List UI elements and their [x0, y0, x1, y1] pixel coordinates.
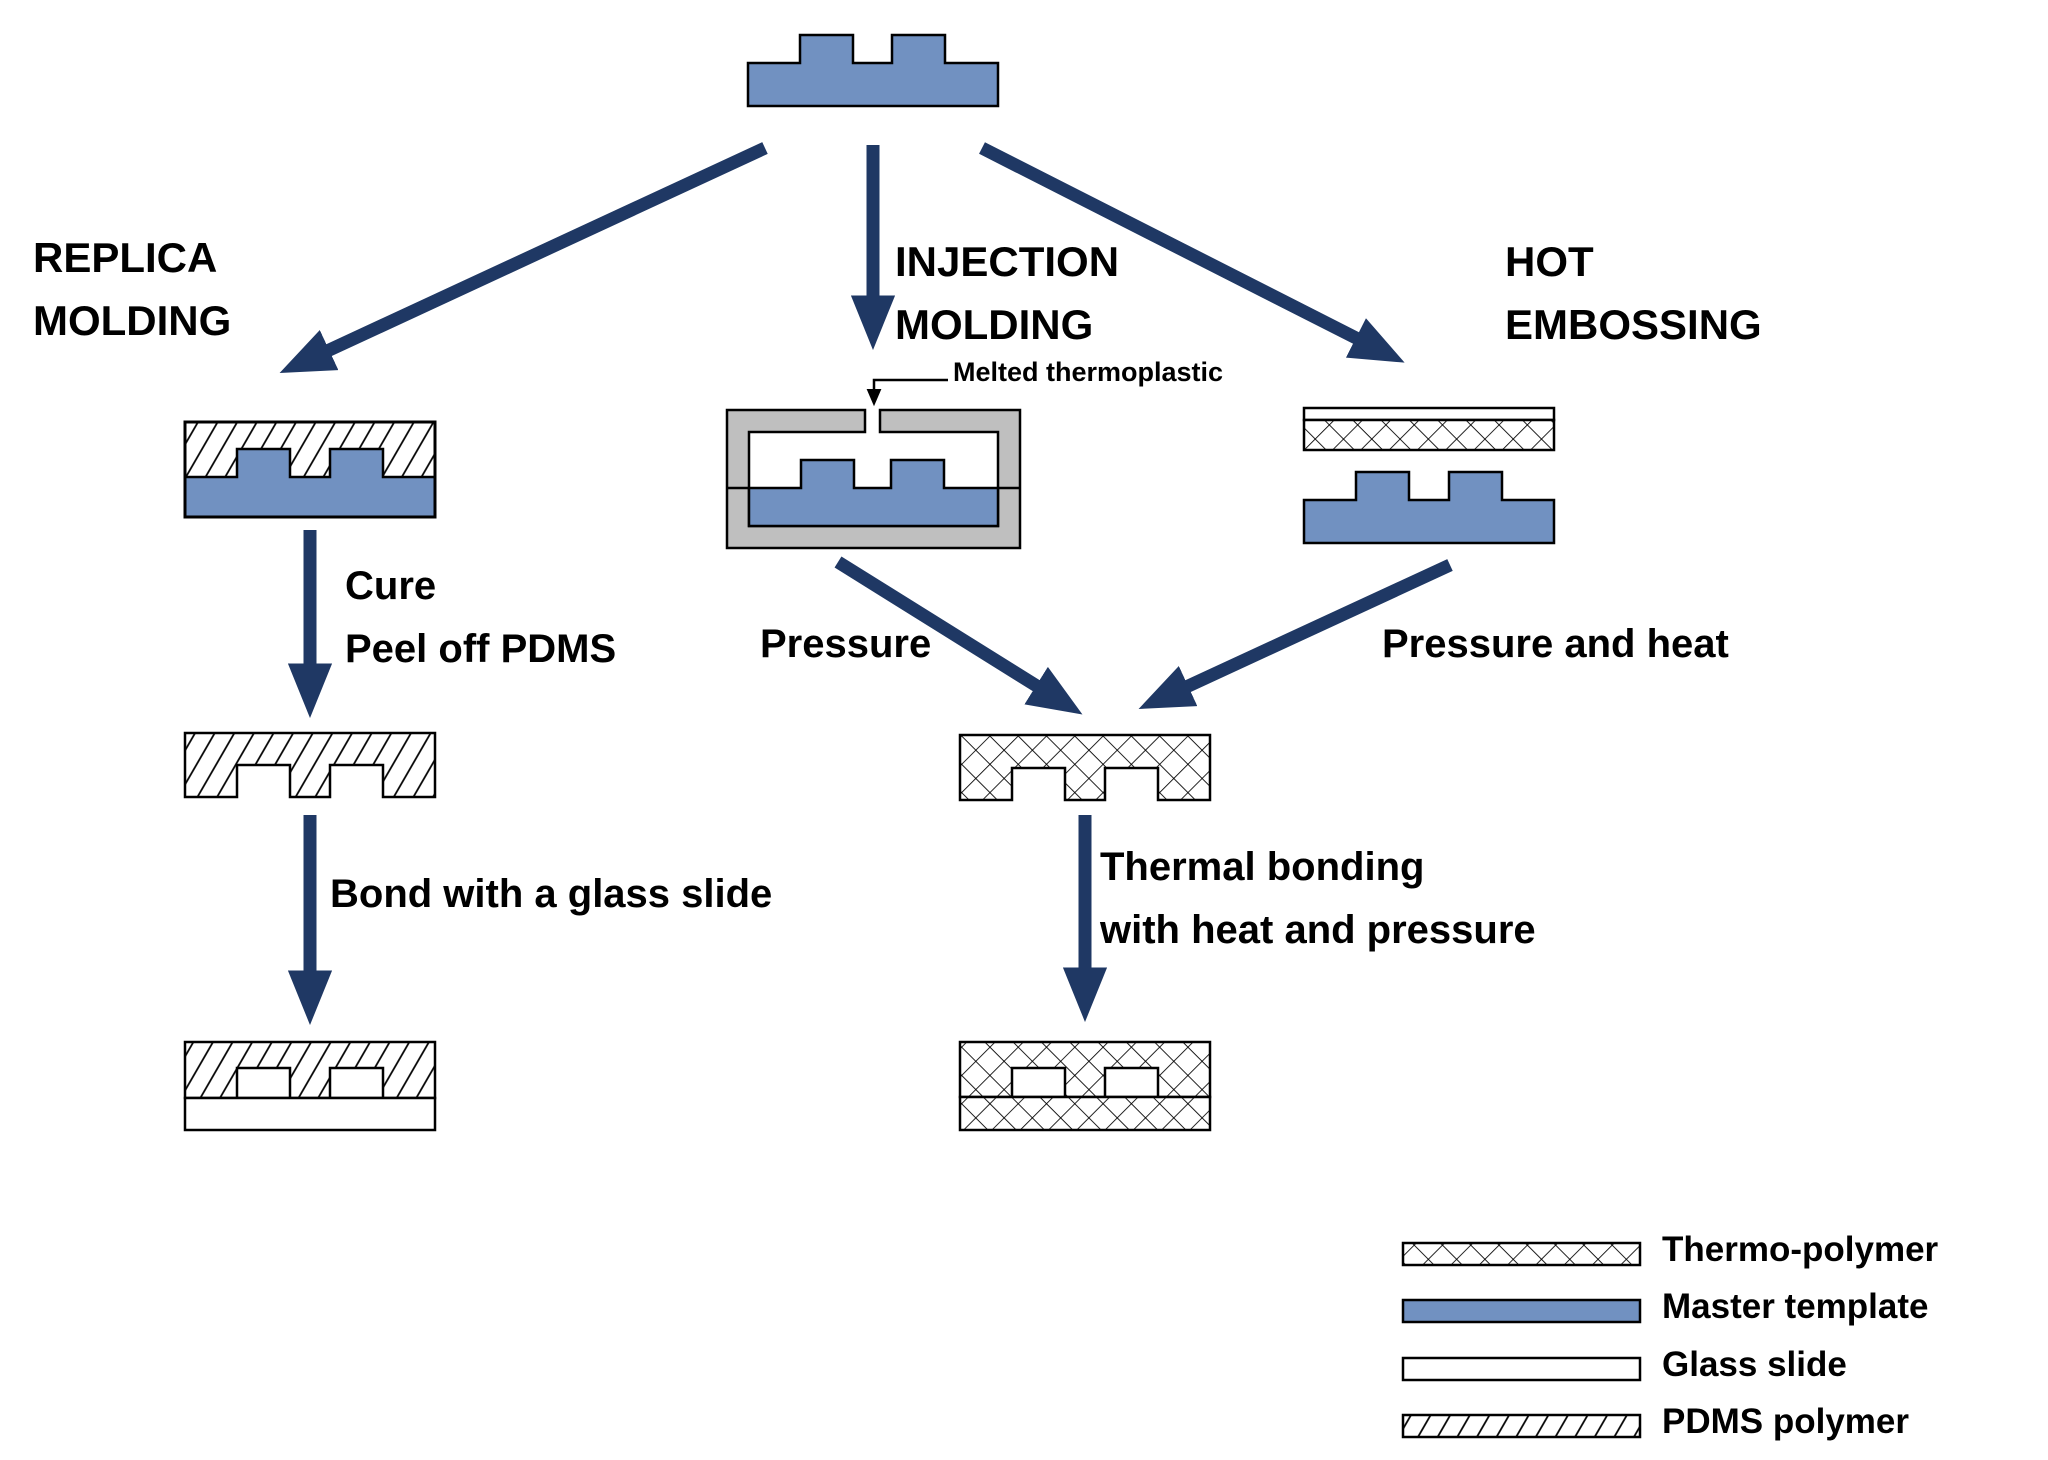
- melted-thermoplastic-note: Melted thermoplastic: [953, 357, 1224, 387]
- legend-swatch-glass-slide: [1401, 1356, 1642, 1382]
- legend-label-glass-slide: Glass slide: [1662, 1345, 1847, 1384]
- arrow-pressure: [834, 556, 1083, 715]
- step-label-pressure-and-heat: Pressure and heat: [1382, 622, 1729, 666]
- thermoplastic-bottom-slab: [958, 1095, 1212, 1132]
- replica-step-pdms-on-master: [183, 420, 437, 519]
- step-label-bond-glass-slide: Bond with a glass slide: [330, 872, 773, 916]
- molded-thermoplastic-part: [958, 733, 1212, 802]
- step-label-cure: Cure: [345, 564, 437, 608]
- mold-frame: [725, 408, 1022, 550]
- legend-label-pdms-polymer: PDMS polymer: [1662, 1402, 1909, 1441]
- branch-arrow-replica-molding: [279, 142, 768, 374]
- channel-left: [235, 1066, 292, 1100]
- legend-swatch-pdms-polymer: [1401, 1413, 1642, 1439]
- thermo-polymer-sheet: [1302, 418, 1556, 452]
- legend-label-master-template: Master template: [1662, 1287, 1929, 1326]
- channel-right: [1103, 1066, 1160, 1099]
- branch-label-hot-embossing-line1: HOT: [1505, 238, 1594, 285]
- master-template-shape: [746, 33, 1000, 108]
- master-template-in-mold: [747, 458, 1000, 528]
- glass-carrier: [1302, 406, 1556, 422]
- branch-arrow-hot-embossing: [979, 142, 1405, 363]
- channel-right: [328, 1066, 385, 1100]
- legend-label-thermo-polymer: Thermo-polymer: [1662, 1230, 1939, 1269]
- hot-embossing-stack: [1302, 406, 1556, 545]
- branch-label-injection-line1: INJECTION: [895, 238, 1120, 285]
- branch-label-hot-embossing-line2: EMBOSSING: [1505, 301, 1762, 348]
- pdms-slab: [183, 1040, 437, 1100]
- step-label-pressure: Pressure: [760, 622, 932, 666]
- replica-step-peeled-pdms: [183, 731, 437, 799]
- melted-thermoplastic-leader-arrow: [866, 378, 948, 407]
- branch-label-injection-line2: MOLDING: [895, 301, 1094, 348]
- branch-label-replica-line2: MOLDING: [33, 297, 232, 344]
- replica-step-pdms-on-glass: [183, 1040, 437, 1132]
- master-template-embossing: [1302, 470, 1556, 545]
- thermoplastic-top-slab: [958, 1040, 1212, 1099]
- legend-swatch-thermo-polymer: [1401, 1241, 1642, 1267]
- channel-left: [1010, 1066, 1067, 1099]
- step-label-peel-off-pdms: Peel off PDMS: [345, 627, 617, 671]
- step-label-thermal-bonding-line2: with heat and pressure: [1100, 908, 1536, 952]
- legend-swatch-master-template: [1401, 1298, 1642, 1324]
- legend-swatches: [1401, 1241, 1642, 1439]
- injection-mold-assembly: [725, 378, 1022, 550]
- step-label-thermal-bonding-line1: Thermal bonding: [1100, 845, 1425, 889]
- arrow-pressure-and-heat: [1138, 559, 1453, 710]
- branch-label-replica-line1: REPLICA: [33, 234, 218, 281]
- glass-slide-base: [183, 1096, 437, 1132]
- bonded-thermoplastic-device: [958, 1040, 1212, 1132]
